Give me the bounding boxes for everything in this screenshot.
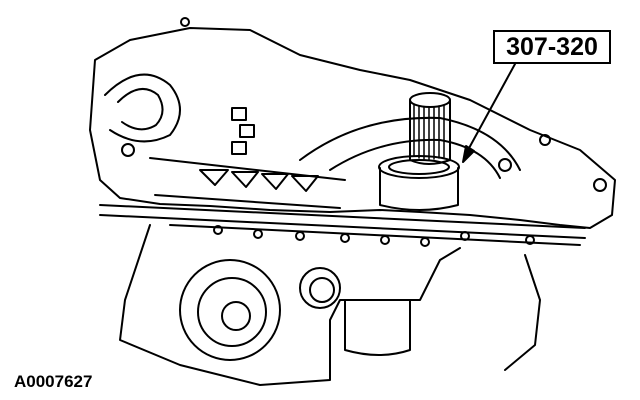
pump-arc-outer xyxy=(104,73,181,143)
left-bolt-2 xyxy=(180,17,190,27)
pump-arc-inner xyxy=(117,87,164,131)
shaft-top xyxy=(409,92,451,108)
left-bolt xyxy=(121,143,135,157)
boss-1 xyxy=(231,107,247,121)
right-bolt-1 xyxy=(498,158,512,172)
leader-arrow xyxy=(467,63,516,151)
web-rail-bottom xyxy=(154,194,341,209)
boss-2 xyxy=(239,124,255,138)
boss-3 xyxy=(231,141,247,155)
web-rail-top xyxy=(149,157,346,181)
case-ridge-lower xyxy=(99,214,586,239)
right-bolt-3 xyxy=(539,134,551,146)
right-bolt-2 xyxy=(593,178,607,192)
case-ridge xyxy=(99,204,586,229)
flange-bolt-holes xyxy=(213,225,535,247)
shaft-splines xyxy=(413,103,445,161)
lower-housing-outline xyxy=(119,224,461,386)
port-mid xyxy=(197,277,267,347)
drum-outer-arc xyxy=(299,116,521,171)
figure-id: A0007627 xyxy=(14,372,93,391)
shaft-body xyxy=(409,99,451,165)
case-upper-outline xyxy=(89,27,616,229)
port-inner xyxy=(221,301,251,331)
lower-housing-right xyxy=(504,254,541,371)
small-port-inner xyxy=(309,277,335,303)
case-mid-band xyxy=(169,224,581,246)
tool-extension xyxy=(344,299,411,356)
tool-body xyxy=(379,167,459,211)
small-port-outer xyxy=(299,267,341,309)
tool-top-ring-inner xyxy=(388,159,450,175)
tool-callout-label: 307-320 xyxy=(493,30,611,64)
web-slots xyxy=(199,169,319,192)
leader-arrowhead xyxy=(462,145,475,163)
port-outer xyxy=(179,259,281,361)
drum-inner-arc xyxy=(329,138,501,179)
